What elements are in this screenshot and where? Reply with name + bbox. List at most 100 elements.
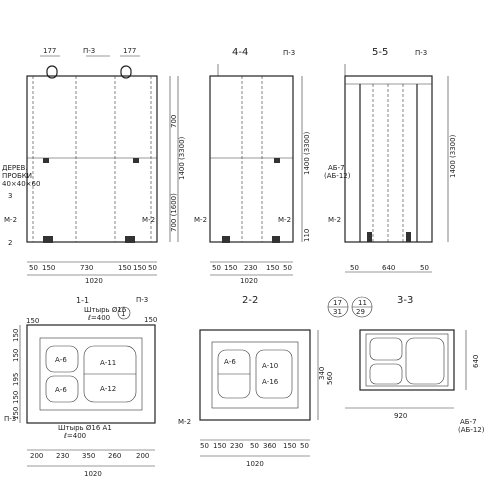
dim-b-5: 50 (148, 264, 157, 272)
cell-a11: А-11 (100, 359, 116, 367)
cell-22-a16: А-16 (262, 378, 279, 386)
lifting-loop-right (120, 65, 132, 79)
callout-circle-1 (117, 306, 131, 320)
dim-44-4: 50 (283, 264, 292, 272)
dim-55-0: 50 (350, 264, 359, 272)
insert-right (133, 158, 139, 163)
dim-11-b4: 200 (136, 452, 149, 460)
label-stir-1: Штырь Ø16 (84, 306, 127, 314)
dim-11-b3: 260 (108, 452, 121, 460)
mark-p3: П-3 (83, 47, 95, 55)
dim-44-total: 1020 (240, 277, 258, 285)
tag-b-bottom: 29 (356, 308, 365, 316)
dim-11-l1: 150 (12, 349, 20, 362)
title-2-2: 2-2 (242, 295, 258, 306)
dim-22-b2: 230 (230, 442, 243, 450)
dim-22-b1: 150 (213, 442, 226, 450)
mark-p3-11: П-3 (136, 296, 148, 304)
dim-11-b0: 200 (30, 452, 43, 460)
lifting-loop-left (46, 65, 58, 79)
mark-33-ab7: АБ-7 (460, 418, 477, 426)
dim-b-3: 150 (118, 264, 131, 272)
plan-1-1: 1-1 П-3 1 Штырь Ø16 ℓ=400 А-6 А-6 А-11 А… (4, 296, 157, 478)
dim-11-b1: 230 (56, 452, 69, 460)
cell-a12: А-12 (100, 385, 116, 393)
dim-11-l3: 150 (12, 391, 20, 404)
mark-ab12: (АБ-12) (324, 172, 351, 180)
mark-m2-right: М-2 (142, 216, 155, 224)
tag-b-top: 11 (358, 299, 367, 307)
dim-22-b0: 50 (200, 442, 209, 450)
cell-a6-2: А-6 (55, 386, 67, 394)
title-5-5: 5-5 (372, 47, 388, 58)
cut-mark-2: 2 (8, 239, 12, 247)
dim-11-l2: 195 (12, 373, 20, 386)
dim-11-l0: 150 (12, 329, 20, 342)
dim-11-b2: 350 (82, 452, 95, 460)
dim-33-bottom: 920 (394, 412, 407, 420)
mark-m2-44b: М-2 (278, 216, 291, 224)
dim-44-1: 150 (224, 264, 237, 272)
plan-2-2: 2-2 А-6 А-10 А-16 М-2 340 560 50 150 230… (178, 295, 334, 468)
dim-total: 1020 (85, 277, 103, 285)
mark-ab7: АБ-7 (328, 164, 345, 172)
label-lumber-1: ДЕРЕВ. (2, 164, 28, 172)
dim-22-b6: 50 (300, 442, 309, 450)
dim-55-1: 640 (382, 264, 395, 272)
mark-33-ab12: (АБ-12) (458, 426, 485, 434)
dim-44-0: 50 (212, 264, 221, 272)
tag-a-bottom: 31 (333, 308, 342, 316)
insert-left (43, 158, 49, 163)
elevation-view: 177 177 П-3 700 700 (1600) 1400 (3300) Д… (2, 47, 186, 285)
dim-700-top: 700 (170, 115, 178, 128)
title-4-4: 4-4 (232, 47, 248, 58)
dim-22-r0: 340 (318, 367, 326, 380)
dim-11-total: 1020 (84, 470, 102, 478)
dim-1400-55: 1400 (3300) (449, 134, 457, 178)
dim-b-2: 730 (80, 264, 93, 272)
plan-3-3: 3-3 17 31 11 29 640 920 АБ-7 (АБ-12) (327, 295, 485, 434)
dim-177-left: 177 (43, 47, 56, 55)
dim-22-total: 1020 (246, 460, 264, 468)
dim-1400: 1400 (3300) (178, 136, 186, 180)
title-3-3: 3-3 (397, 295, 413, 306)
dim-11-t1: 150 (144, 316, 157, 324)
anchor-block-left (43, 236, 53, 243)
label-lumber-3: 40×40×60 (2, 180, 40, 188)
dim-55-2: 50 (420, 264, 429, 272)
dim-700-bottom: 700 (1600) (170, 193, 178, 232)
mark-m2-55: М-2 (328, 216, 341, 224)
callout-1-text: 1 (121, 310, 125, 318)
dim-177-right: 177 (123, 47, 136, 55)
cell-22-a6: А-6 (224, 358, 236, 366)
dim-b-1: 150 (42, 264, 55, 272)
mark-m2-22: М-2 (178, 418, 191, 426)
mark-m2-left: М-2 (4, 216, 17, 224)
dim-b-4: 150 (133, 264, 146, 272)
dim-33-right: 640 (472, 355, 480, 368)
label-stir-1b: ℓ=400 (87, 314, 110, 322)
section-4-4: 4-4 П-3 М-2 М-2 1400 (3300) 110 50 150 2… (194, 47, 311, 285)
label-stir-2: Штырь Ø16 А1 (58, 424, 112, 432)
dim-110-44: 110 (303, 229, 311, 242)
mark-p3-11b: П-3 (4, 415, 16, 423)
section-5-5: 5-5 П-3 АБ-7 (АБ-12) М-2 1400 (3300) 50 … (324, 47, 457, 273)
dim-22-r1: 560 (326, 372, 334, 385)
mark-p3-55: П-3 (415, 49, 427, 57)
dim-11-l4: 150 (12, 407, 20, 420)
title-1-1: 1-1 (76, 296, 89, 305)
dim-11-t0: 150 (26, 317, 39, 325)
tag-a-top: 17 (333, 299, 342, 307)
dim-44-3: 150 (266, 264, 279, 272)
cut-mark-3: 3 (8, 192, 12, 200)
cell-22-a10: А-10 (262, 362, 278, 370)
label-stir-2b: ℓ=400 (63, 432, 86, 440)
label-lumber-2: ПРОБКИ (2, 172, 32, 180)
dim-44-2: 230 (244, 264, 257, 272)
anchor-block-right (125, 236, 135, 243)
mark-p3-44: П-3 (283, 49, 295, 57)
cell-a6-1: А-6 (55, 356, 67, 364)
dim-22-b3: 50 (250, 442, 259, 450)
dim-b-0: 50 (29, 264, 38, 272)
